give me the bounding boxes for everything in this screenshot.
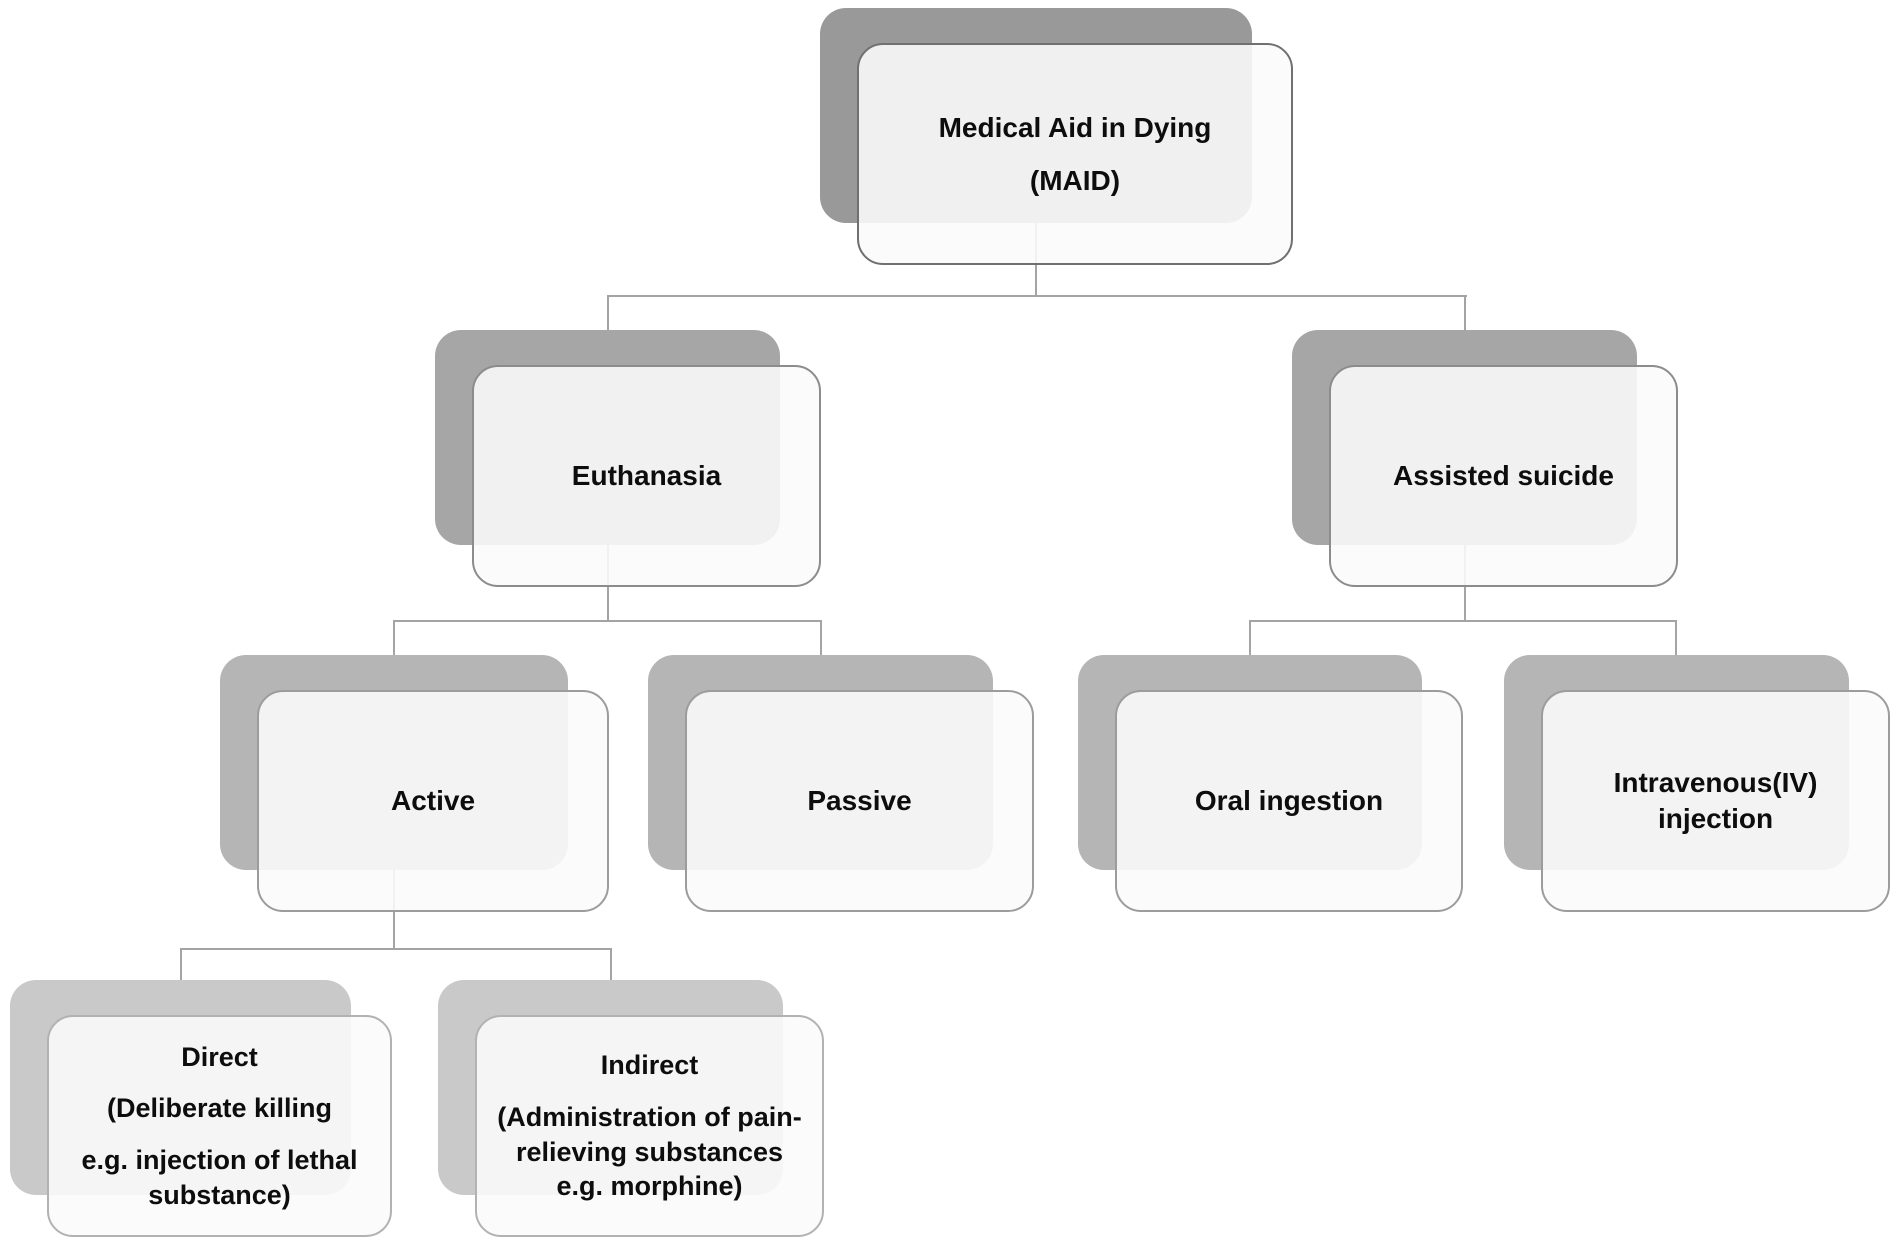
connector-level1-horizontal bbox=[607, 295, 1467, 297]
node-label-line: Oral ingestion bbox=[1194, 785, 1384, 817]
node-direct: Direct (Deliberate killing e.g. injectio… bbox=[47, 1015, 392, 1237]
node-label-line: Euthanasia bbox=[571, 460, 722, 492]
connector-active-children-horizontal bbox=[180, 948, 612, 950]
node-label-line: (Deliberate killing bbox=[106, 1093, 333, 1124]
node-label-line: (MAID) bbox=[1029, 164, 1121, 196]
node-label-line: Indirect bbox=[600, 1050, 699, 1081]
connector-indirect-down bbox=[610, 948, 612, 1010]
node-label-line: substance) bbox=[148, 1179, 291, 1210]
connector-euthanasia-children-horizontal bbox=[393, 620, 822, 622]
node-euthanasia: Euthanasia bbox=[472, 365, 821, 587]
node-oral-ingestion: Oral ingestion bbox=[1115, 690, 1463, 912]
node-label-line: e.g. injection of lethal bbox=[81, 1145, 358, 1175]
node-label-line: Assisted suicide bbox=[1393, 460, 1614, 492]
node-assisted-suicide: Assisted suicide bbox=[1329, 365, 1678, 587]
node-label-line: Medical Aid in Dying bbox=[938, 111, 1212, 143]
node-label-line: injection bbox=[1657, 803, 1774, 834]
node-iv-injection: Intravenous(IV) injection bbox=[1541, 690, 1890, 912]
node-label-line: Active bbox=[390, 785, 476, 817]
node-label-line: e.g. morphine) bbox=[556, 1171, 743, 1202]
node-label-line: (Administration of pain- bbox=[497, 1101, 802, 1132]
node-active: Active bbox=[257, 690, 609, 912]
connector-assisted-children-horizontal bbox=[1249, 620, 1677, 622]
node-label-line: Direct bbox=[181, 1041, 258, 1072]
node-label-line: Passive bbox=[807, 785, 912, 817]
node-passive: Passive bbox=[685, 690, 1034, 912]
connector-direct-down bbox=[180, 948, 182, 1010]
node-indirect: Indirect (Administration of pain- reliev… bbox=[475, 1015, 824, 1237]
node-label-line: relieving substances bbox=[515, 1136, 784, 1167]
node-label-line: Intravenous(IV) bbox=[1613, 767, 1818, 799]
node-maid: Medical Aid in Dying (MAID) bbox=[857, 43, 1293, 265]
